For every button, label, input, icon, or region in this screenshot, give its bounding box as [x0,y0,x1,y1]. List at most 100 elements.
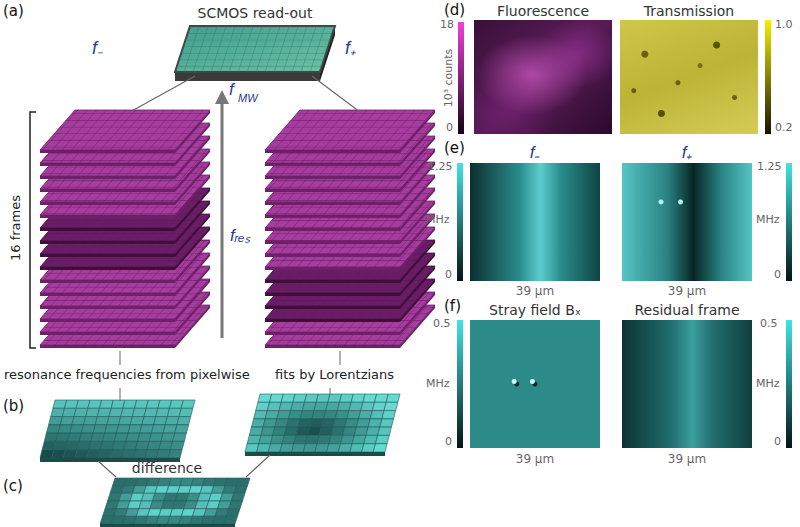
map-cell [380,419,394,427]
image-map [620,20,758,134]
frame-edge [40,241,175,244]
axis-label: 0 [446,122,453,135]
axis-label: 1.25 [428,161,453,174]
map-cell [173,433,187,441]
frame-edge [265,241,400,244]
colorbar [457,320,463,448]
frequency-symbol: f₊ [345,38,356,59]
leader-line [120,388,121,401]
frame-edge [265,306,400,309]
map-cell [236,478,250,486]
frame-edge [40,189,175,192]
colorbar [458,22,464,134]
frame-edge [40,150,175,153]
panel-letter: (f) [444,298,461,315]
map-cell [168,450,182,458]
frame-edge [40,215,175,218]
frame-edge [265,150,400,153]
map-cell [234,486,248,494]
map-cell [177,417,191,425]
map-cell [384,402,398,410]
frame-edge [40,293,175,296]
axis-label: 39 μm [668,285,706,299]
frequency-symbol: f [229,80,234,100]
map-cell [386,394,400,402]
frame-edge [265,332,400,335]
axis-label: fits by Lorentzians [275,368,394,383]
panel-letter: (c) [3,478,23,495]
panel-title: difference [126,460,208,477]
heading-node: SCMOS read-out [160,3,350,23]
image-panel: f₋ [470,143,600,281]
frame-edge [40,176,175,179]
frame-edge [40,202,175,205]
frame-edge [40,280,175,283]
panel-letter: (b) [3,398,24,415]
frame-edge [265,163,400,166]
colorbar [786,320,792,448]
map-cell [171,441,185,449]
panel-letter: (a) [3,3,24,20]
axis-label: 39 μm [668,453,706,467]
frame-edge [40,306,175,309]
frequency-symbol: MW [238,92,258,105]
frame-edge [40,228,175,231]
frame-edge [40,163,175,166]
frame-edge [265,202,400,205]
axis-label: 0 [774,436,781,449]
axis-label: resonance frequencies from pixelwise [4,368,250,383]
arrow-head [215,90,229,104]
frame-edge [265,293,400,296]
map-cell [378,427,392,435]
map-cell [181,400,195,408]
axis-label: 1.0 [775,19,793,32]
map-cell [229,501,243,509]
frame-edge [265,189,400,192]
frame-edge [265,319,400,322]
map-cell [224,516,238,524]
image-map [474,20,612,134]
panel-title: SCMOS read-out [160,3,350,23]
colorbar [457,163,463,281]
axis-label: 0.5 [433,318,451,331]
frame-edge [265,215,400,218]
axis-label: 18 [440,19,454,32]
sensor-side [175,72,320,81]
panel-title: Fluorescence [474,2,612,20]
map-cell [376,435,390,443]
sensor-grid [175,26,335,72]
frequency-symbol: fᵣₑₛ [230,226,250,246]
leader-line [340,351,341,365]
axis-label: 0.2 [775,122,793,135]
frame-grid [40,110,210,150]
sensor-chip [175,26,335,81]
image-panel: Stray field Bₓ [470,300,600,448]
image-panel: f₊ [622,143,752,281]
image-map [470,163,600,281]
axis-label: 39 μm [516,285,554,299]
axis-label: 0 [445,269,452,282]
leader-line [312,76,360,112]
frame-edge [265,176,400,179]
axis-label: 0 [445,436,452,449]
image-map [622,320,752,448]
panel-title: f₊ [622,143,752,163]
frame-edge [265,267,400,270]
frame-layer [265,110,435,150]
panel-letter: (d) [444,2,465,19]
frame-layer [40,110,210,150]
leader-line [130,76,195,112]
map-edge [245,452,385,456]
frame-edge [40,332,175,335]
axis-label: 10³ counts [443,49,456,108]
sensor-face [175,26,335,72]
frame-grid [265,110,435,150]
frame-edge [40,254,175,257]
frame-edge [265,280,400,283]
leader-line [246,455,270,477]
frame-edge [40,345,175,348]
frame-edge [265,254,400,257]
axis-label: 0 [774,269,781,282]
panel-title: Stray field Bₓ [470,300,600,320]
